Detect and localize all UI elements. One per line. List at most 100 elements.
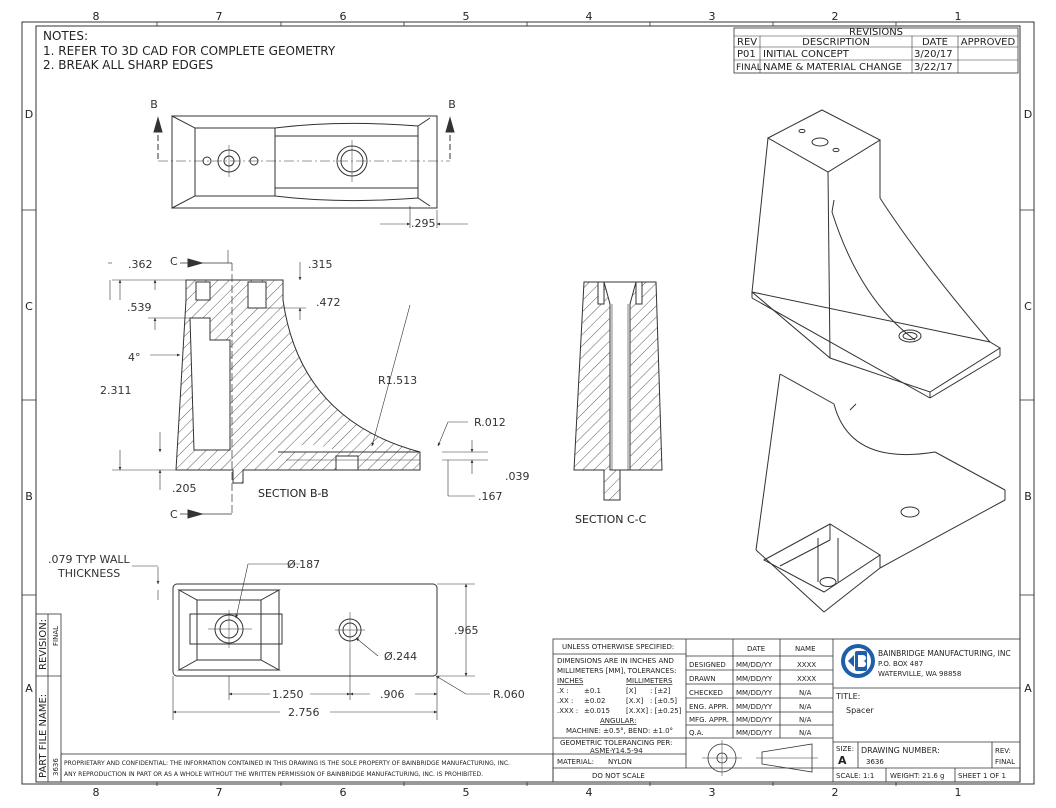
zone-col-top: 8 xyxy=(93,10,100,23)
dim-1250: 1.250 xyxy=(272,688,304,701)
rev-cell: P01 xyxy=(737,49,756,60)
dim-wall: .079 TYP WALL xyxy=(48,553,130,566)
tb-material-label: MATERIAL: xyxy=(557,758,594,766)
bottom-view xyxy=(172,583,438,677)
proprietary-line: PROPRIETARY AND CONFIDENTIAL: THE INFORM… xyxy=(64,760,510,767)
proprietary-line: ANY REPRODUCTION IN PART OR AS A WHOLE W… xyxy=(64,771,483,778)
dim-dia187: Ø.187 xyxy=(287,558,320,571)
tb-size-label: SIZE: xyxy=(836,745,854,753)
tb-inches: INCHES xyxy=(557,677,584,685)
projection-symbol xyxy=(702,740,818,776)
zone-col-top: 5 xyxy=(463,10,470,23)
partfile-label: PART FILE NAME: xyxy=(38,694,49,778)
cut-label-c: C xyxy=(170,255,178,268)
zone-row-left: D xyxy=(25,108,33,121)
tb-tol-cell: ±0.015 xyxy=(584,707,610,715)
tb-sign-name: XXXX xyxy=(797,661,816,669)
cut-label-b: B xyxy=(448,98,456,111)
tb-tol-cell: : [±0.5] xyxy=(650,697,677,705)
tb-millimeters: MILLIMETERS xyxy=(626,677,673,685)
tb-tol-cell: [X.X] xyxy=(626,697,644,705)
tb-sign-role: ENG. APPR. xyxy=(689,703,729,711)
tb-rev-label: REV: xyxy=(995,747,1011,755)
zone-col-top: 4 xyxy=(586,10,593,23)
dim-906: .906 xyxy=(380,688,405,701)
tb-sign-date: MM/DD/YY xyxy=(736,729,773,737)
tb-rev: FINAL xyxy=(995,758,1015,766)
note-item: 1. REFER TO 3D CAD FOR COMPLETE GEOMETRY xyxy=(43,44,336,58)
tb-sign-role: DRAWN xyxy=(689,675,716,683)
tb-city: WATERVILLE, WA 98858 xyxy=(878,670,961,678)
zone-col-bottom: 7 xyxy=(216,786,223,799)
dim-472: .472 xyxy=(316,296,341,309)
dim-wall-2: THICKNESS xyxy=(57,567,120,580)
dim-295: .295 xyxy=(411,217,436,230)
tb-dims-are: DIMENSIONS ARE IN INCHES AND xyxy=(557,657,674,665)
tb-gdt2: ASME-Y14.5-94 xyxy=(590,747,643,755)
zone-col-bottom: 5 xyxy=(463,786,470,799)
tb-size: A xyxy=(838,754,847,767)
rev-header: DATE xyxy=(922,37,948,48)
rev-header: DESCRIPTION xyxy=(802,37,870,48)
section-bb-label: SECTION B-B xyxy=(258,487,329,500)
tb-machine: MACHINE: ±0.5°, BEND: ±1.0° xyxy=(566,727,673,735)
section-bb-view xyxy=(175,258,421,519)
dim-r060: R.060 xyxy=(493,688,525,701)
rev-cell: 3/20/17 xyxy=(914,49,953,60)
tb-sheet: SHEET 1 OF 1 xyxy=(958,772,1006,780)
tb-sign-name: N/A xyxy=(799,716,812,724)
company-logo xyxy=(841,644,875,678)
side-strip xyxy=(35,613,62,783)
tb-tol-cell: [X] xyxy=(626,687,637,695)
tb-tol-cell: [X.XX] xyxy=(626,707,648,715)
cut-label-b: B xyxy=(150,98,158,111)
tb-title: Spacer xyxy=(846,706,874,715)
rev-cell: NAME & MATERIAL CHANGE xyxy=(763,62,902,73)
note-item: 2. BREAK ALL SHARP EDGES xyxy=(43,58,213,72)
revisions-title: REVISIONS xyxy=(849,27,903,38)
tb-company: BAINBRIDGE MANUFACTURING, INC xyxy=(878,649,1011,658)
tb-tol-cell: .XXX : xyxy=(557,707,578,715)
dim-2311: 2.311 xyxy=(100,384,132,397)
zone-col-bottom: 2 xyxy=(832,786,839,799)
top-view xyxy=(153,115,468,228)
tb-tol-cell: ±0.1 xyxy=(584,687,601,695)
revisions-table: REVISIONS REV DESCRIPTION DATE APPROVED … xyxy=(733,27,1019,74)
tb-sign-name: N/A xyxy=(799,729,812,737)
tb-scale: SCALE: 1:1 xyxy=(836,772,874,780)
revision-side-value: FINAL xyxy=(52,626,60,646)
zone-row-left: C xyxy=(25,300,33,313)
zone-col-bottom: 8 xyxy=(93,786,100,799)
dim-r1513: R1.513 xyxy=(378,374,417,387)
tb-title-label: TITLE: xyxy=(835,692,860,701)
zone-col-top: 1 xyxy=(955,10,962,23)
tb-do-not-scale: DO NOT SCALE xyxy=(592,772,645,780)
tb-sign-name: XXXX xyxy=(797,675,816,683)
partfile-value: 3636 xyxy=(52,758,60,776)
dim-2756: 2.756 xyxy=(288,706,320,719)
isometric-view-top xyxy=(751,109,1001,399)
zone-col-top: 2 xyxy=(832,10,839,23)
tb-col-date: DATE xyxy=(747,645,765,653)
section-bb-dims xyxy=(108,250,488,497)
tb-angular: ANGULAR: xyxy=(600,717,636,725)
tb-sign-role: CHECKED xyxy=(689,689,723,697)
tb-col-name: NAME xyxy=(795,645,816,653)
section-cc-view xyxy=(573,281,663,501)
zone-ticks xyxy=(22,22,1034,786)
dim-205: .205 xyxy=(172,482,197,495)
dim-167: .167 xyxy=(478,490,503,503)
tb-sign-role: Q.A. xyxy=(689,729,704,737)
dim-539: .539 xyxy=(127,301,152,314)
rev-cell: FINAL xyxy=(736,63,762,73)
tb-sign-role: MFG. APPR. xyxy=(689,716,729,724)
tb-dwg: 3636 xyxy=(866,758,884,766)
zone-col-bottom: 3 xyxy=(709,786,716,799)
zone-row-right: D xyxy=(1024,108,1032,121)
tb-weight: WEIGHT: 21.6 g xyxy=(890,772,944,780)
dim-r012: R.012 xyxy=(474,416,506,429)
tb-unless: UNLESS OTHERWISE SPECIFIED: xyxy=(562,643,674,651)
notes-title: NOTES: xyxy=(43,29,88,43)
zone-col-bottom: 6 xyxy=(340,786,347,799)
